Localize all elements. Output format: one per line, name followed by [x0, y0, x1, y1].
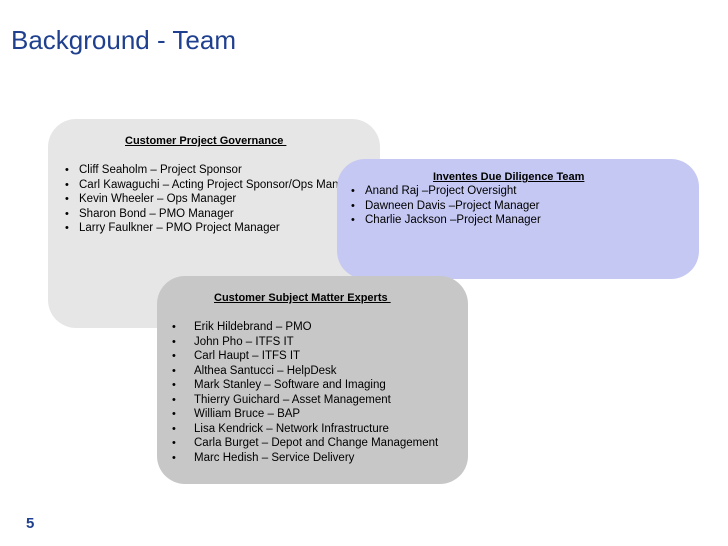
bullet-icon: • — [172, 364, 176, 377]
list-item: • Marc Hedish – Service Delivery — [172, 451, 462, 466]
sme-list: • Erik Hildebrand – PMO • John Pho – ITFS … — [172, 320, 462, 465]
list-item-text: Kevin Wheeler – Ops Manager — [79, 193, 237, 205]
list-item: • Dawneen Davis –Project Manager — [351, 199, 691, 214]
list-item: • Althea Santucci – HelpDesk — [172, 364, 462, 379]
list-item-text: Marc Hedish – Service Delivery — [194, 451, 355, 464]
list-item-text: Carl Haupt – ITFS IT — [194, 350, 301, 362]
list-item-text: Lisa Kendrick – Network Infrastructure — [194, 422, 389, 435]
list-item-text: Dawneen Davis –Project Manager — [365, 199, 540, 212]
bullet-icon: • — [172, 408, 176, 420]
bullet-icon: • — [172, 451, 176, 464]
inventes-box: Inventes Due Diligence Team • Anand Raj –… — [337, 159, 699, 279]
bullet-icon: • — [351, 185, 355, 197]
list-item: • John Pho – ITFS IT — [172, 335, 462, 350]
list-item-text: Cliff Seaholm – Project Sponsor — [79, 164, 242, 176]
list-item-text: Larry Faulkner – PMO Project Manager — [79, 222, 280, 234]
list-item-text: Carl Kawaguchi – Acting Project Sponsor/… — [79, 178, 362, 191]
bullet-icon: • — [351, 199, 355, 212]
bullet-icon: • — [65, 222, 69, 234]
list-item: • William Bruce – BAP — [172, 407, 462, 422]
bullet-icon: • — [65, 164, 69, 176]
list-item: • Thierry Guichard – Asset Management — [172, 393, 462, 408]
governance-list: •Cliff Seaholm – Project Sponsor •Carl K… — [65, 163, 365, 236]
list-item: • Larry Faulkner – PMO Project Manager — [65, 221, 365, 236]
bullet-icon: • — [172, 335, 176, 348]
list-item: • Anand Raj –Project Oversight — [351, 184, 691, 199]
list-item: • Carla Burget – Depot and Change Managem… — [172, 436, 462, 451]
bullet-icon: • — [172, 350, 176, 362]
list-item: • Sharon Bond – PMO Manager — [65, 207, 365, 222]
sme-box: Customer Subject Matter Experts • Erik Hi… — [157, 276, 468, 484]
list-item-text: Mark Stanley – Software and Imaging — [194, 379, 386, 391]
list-item: • Mark Stanley – Software and Imaging — [172, 378, 462, 393]
inventes-list: • Anand Raj –Project Oversight • Dawneen D… — [351, 184, 691, 228]
list-item-text: Althea Santucci – HelpDesk — [194, 364, 337, 377]
list-item-text: Charlie Jackson –Project Manager — [365, 214, 541, 226]
list-item-text: John Pho – ITFS IT — [194, 335, 294, 348]
list-item: • Carl Kawaguchi – Acting Project Sponsor… — [65, 178, 365, 193]
list-item-text: Thierry Guichard – Asset Management — [194, 393, 391, 406]
list-item: • Charlie Jackson –Project Manager — [351, 213, 691, 228]
list-item: • Lisa Kendrick – Network Infrastructure — [172, 422, 462, 437]
bullet-icon: • — [172, 379, 176, 391]
bullet-icon: • — [172, 422, 176, 435]
slide-title: Background - Team — [11, 25, 236, 55]
sme-heading: Customer Subject Matter Experts — [214, 292, 391, 304]
bullet-icon: • — [172, 321, 176, 333]
list-item-text: Erik Hildebrand – PMO — [194, 321, 312, 333]
bullet-icon: • — [65, 178, 69, 191]
bullet-icon: • — [351, 214, 355, 226]
list-item-text: Carla Burget – Depot and Change Manageme… — [194, 437, 439, 449]
governance-heading: Customer Project Governance — [125, 135, 287, 147]
list-item: • Cliff Seaholm – Project Sponsor — [65, 163, 365, 178]
list-item-text: Anand Raj –Project Oversight — [365, 185, 517, 197]
bullet-icon: • — [172, 437, 176, 449]
list-item: • Carl Haupt – ITFS IT — [172, 349, 462, 364]
bullet-icon: • — [172, 393, 176, 406]
governance-box: Customer Project Governance • Cliff Seaho… — [48, 119, 380, 328]
list-item-text: William Bruce – BAP — [194, 408, 301, 420]
bullet-icon: • — [65, 193, 69, 205]
list-item: • Kevin Wheeler – Ops Manager — [65, 192, 365, 207]
inventes-heading: Inventes Due Diligence Team — [433, 171, 585, 183]
bullet-icon: • — [65, 207, 69, 220]
page-number: 5 — [26, 515, 35, 532]
list-item: • Erik Hildebrand – PMO — [172, 320, 462, 335]
list-item-text: Sharon Bond – PMO Manager — [79, 207, 234, 220]
